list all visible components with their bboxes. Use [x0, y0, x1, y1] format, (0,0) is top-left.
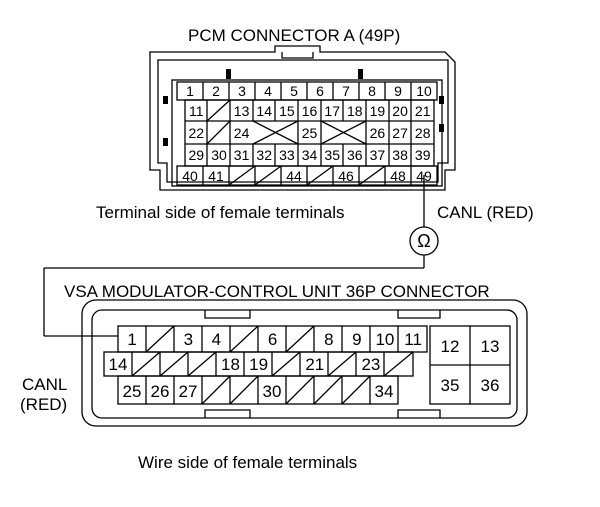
pcm-terminal-16: 16: [302, 103, 318, 119]
pcm-connector-title: PCM CONNECTOR A (49P): [188, 26, 400, 45]
pcm-terminal-40: 40: [182, 168, 198, 184]
pcm-terminal-5: 5: [290, 83, 298, 99]
pcm-terminal-19: 19: [370, 103, 386, 119]
vsa-connector-title: VSA MODULATOR-CONTROL UNIT 36P CONNECTOR: [64, 282, 490, 301]
pcm-key-left: [226, 69, 231, 79]
pcm-terminal-20: 20: [392, 103, 408, 119]
pcm-terminal-18: 18: [347, 103, 363, 119]
vsa-terminal-35: 35: [441, 376, 460, 395]
pcm-terminal-44: 44: [286, 168, 302, 184]
vsa-terminal-8: 8: [324, 330, 333, 349]
pcm-connector-housing: [149, 45, 456, 191]
pcm-terminal-15: 15: [279, 103, 295, 119]
vsa-connector-housing: [81, 299, 528, 427]
pcm-terminal-46: 46: [338, 168, 354, 184]
pcm-terminal-30: 30: [211, 147, 227, 163]
pcm-terminal-39: 39: [415, 147, 431, 163]
vsa-terminal-6: 6: [268, 330, 277, 349]
vsa-terminal-13: 13: [481, 337, 500, 356]
pcm-terminal-27: 27: [392, 125, 408, 141]
vsa-terminal-27: 27: [179, 382, 198, 401]
pcm-terminal-6: 6: [316, 83, 324, 99]
vsa-terminal-10: 10: [375, 330, 394, 349]
vsa-terminal-21: 21: [305, 355, 324, 374]
pcm-terminal-36: 36: [347, 147, 363, 163]
pcm-terminal-9: 9: [394, 83, 402, 99]
pcm-terminal-26: 26: [370, 125, 386, 141]
vsa-terminal-4: 4: [212, 330, 221, 349]
probe-label: CANL (RED): [437, 203, 534, 222]
pcm-latch-left: [163, 96, 168, 104]
pcm-caption: Terminal side of female terminals: [96, 203, 344, 222]
pcm-terminal-17: 17: [324, 103, 340, 119]
vsa-side-label-line2: (RED): [20, 395, 67, 414]
pcm-terminal-41: 41: [208, 168, 224, 184]
pcm-terminal-25: 25: [302, 125, 318, 141]
ohm-symbol: Ω: [417, 231, 430, 251]
pcm-terminal-48: 48: [390, 168, 406, 184]
pcm-latch-right: [439, 96, 444, 104]
pcm-terminal-2: 2: [212, 83, 220, 99]
vsa-terminal-3: 3: [184, 330, 193, 349]
pcm-key-right: [358, 69, 363, 79]
vsa-terminal-1: 1: [127, 330, 136, 349]
pcm-terminal-8: 8: [368, 83, 376, 99]
pcm-terminal-14: 14: [256, 103, 272, 119]
vsa-terminal-12: 12: [441, 337, 460, 356]
pcm-terminal-22: 22: [189, 125, 205, 141]
vsa-terminal-25: 25: [123, 382, 142, 401]
pcm-terminal-10: 10: [416, 83, 432, 99]
vsa-terminal-23: 23: [361, 355, 380, 374]
vsa-terminal-36: 36: [481, 376, 500, 395]
pcm-terminal-11: 11: [189, 103, 204, 119]
vsa-terminal-19: 19: [249, 355, 268, 374]
pcm-terminal-32: 32: [256, 147, 272, 163]
pcm-terminal-21: 21: [415, 103, 431, 119]
pcm-terminal-34: 34: [302, 147, 318, 163]
vsa-terminal-9: 9: [352, 330, 361, 349]
pcm-terminal-33: 33: [279, 147, 295, 163]
pcm-terminal-13: 13: [234, 103, 250, 119]
pcm-terminal-24: 24: [234, 125, 250, 141]
pcm-terminal-7: 7: [342, 83, 350, 99]
pcm-terminal-35: 35: [324, 147, 340, 163]
pcm-terminal-37: 37: [370, 147, 386, 163]
pcm-terminal-28: 28: [415, 125, 431, 141]
pcm-terminal-38: 38: [392, 147, 408, 163]
vsa-terminal-grid: [103, 325, 511, 405]
probe-wire: [43, 175, 425, 337]
vsa-terminal-34: 34: [375, 382, 394, 401]
vsa-caption: Wire side of female terminals: [138, 453, 357, 472]
pcm-terminal-grid: [176, 81, 438, 186]
pcm-terminal-4: 4: [264, 83, 272, 99]
vsa-terminal-30: 30: [263, 382, 282, 401]
vsa-terminal-26: 26: [151, 382, 170, 401]
ohmmeter-icon: [409, 226, 439, 256]
pcm-terminal-3: 3: [238, 83, 246, 99]
pcm-latch-right-2: [439, 124, 444, 132]
pcm-latch-left-2: [163, 138, 168, 146]
pcm-terminal-31: 31: [234, 147, 250, 163]
vsa-terminal-14: 14: [109, 355, 128, 374]
vsa-side-label-line1: CANL: [22, 375, 67, 394]
vsa-terminal-18: 18: [221, 355, 240, 374]
pcm-terminal-1: 1: [186, 83, 194, 99]
vsa-terminal-11: 11: [404, 330, 422, 349]
pcm-terminal-29: 29: [189, 147, 205, 163]
